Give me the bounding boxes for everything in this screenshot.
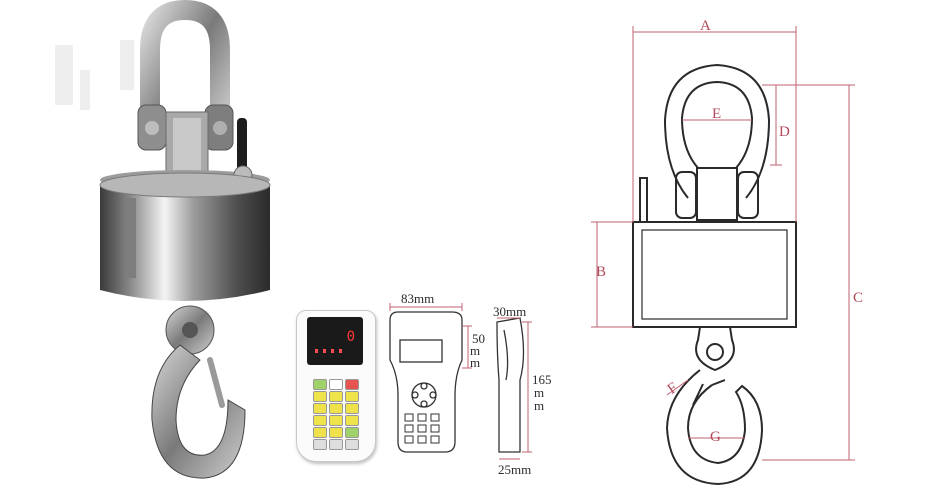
dimension-c-label: C <box>853 290 863 306</box>
remote-key <box>329 403 343 414</box>
remote-key <box>313 403 327 414</box>
remote-height-unit-1: m <box>534 385 544 400</box>
remote-key <box>345 403 359 414</box>
dimension-b-label: B <box>596 264 606 280</box>
dimension-a-label: A <box>700 18 711 34</box>
remote-key <box>329 415 343 426</box>
remote-keypad <box>313 379 359 455</box>
remote-height-label: 165 <box>532 372 552 387</box>
remote-thickness-dimension <box>497 317 532 460</box>
dimension-e-label: E <box>712 106 721 122</box>
remote-button-area-unit-1: m <box>470 343 480 358</box>
crane-dimension-lines <box>591 26 855 461</box>
remote-key <box>329 439 343 450</box>
remote-key <box>345 415 359 426</box>
remote-side-outline <box>496 317 525 453</box>
remote-thickness-top-label: 30mm <box>493 304 526 319</box>
remote-display-reading: 0 <box>346 329 355 345</box>
crane-scale-photo <box>55 0 271 479</box>
remote-thickness-bottom-label: 25mm <box>498 462 531 477</box>
remote-width-dimension <box>389 303 472 369</box>
remote-key <box>345 379 359 390</box>
remote-key <box>345 439 359 450</box>
remote-key <box>313 379 327 390</box>
remote-key <box>345 391 359 402</box>
remote-key <box>329 427 343 438</box>
dimension-d-label: D <box>779 124 790 140</box>
remote-indicator-lights <box>315 349 345 353</box>
remote-button-area-unit-2: m <box>470 355 480 370</box>
remote-key <box>329 379 343 390</box>
remote-key <box>313 415 327 426</box>
remote-button-area-label: 50 <box>472 331 485 346</box>
crane-scale-outline <box>632 63 797 486</box>
remote-height-unit-2: m <box>534 398 544 413</box>
remote-front-outline <box>389 311 463 453</box>
remote-photo: 0 <box>296 310 376 462</box>
dimension-g-label: G <box>710 429 721 445</box>
remote-display: 0 <box>307 317 363 365</box>
remote-key <box>313 439 327 450</box>
remote-width-label: 83mm <box>401 291 434 306</box>
remote-key <box>329 391 343 402</box>
remote-key <box>313 391 327 402</box>
remote-key <box>313 427 327 438</box>
remote-key <box>345 427 359 438</box>
